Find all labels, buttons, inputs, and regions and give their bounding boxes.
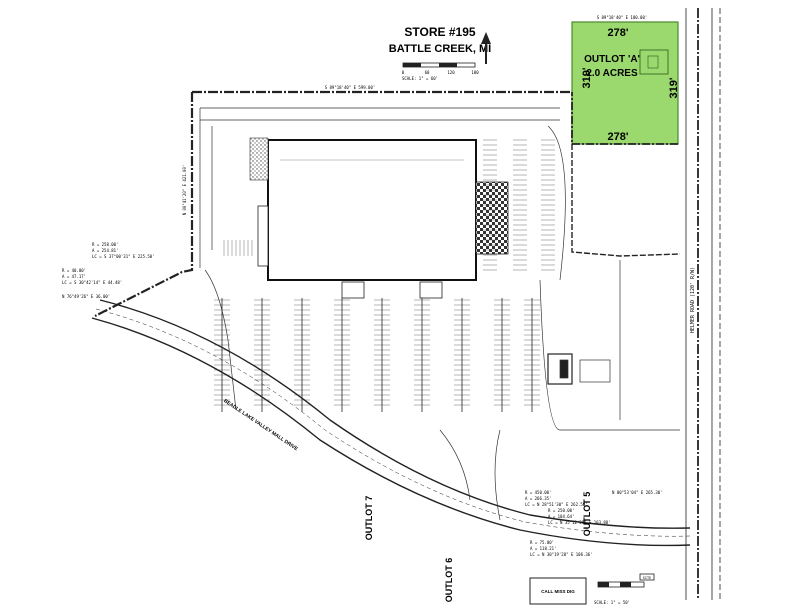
outlot-a-name: OUTLOT 'A' <box>584 54 640 65</box>
outlot-a-dim-bottom: 278' <box>608 131 629 143</box>
curve-1-radius: R = 258.00' <box>92 242 119 247</box>
outlot-6-label: OUTLOT 6 <box>444 558 454 603</box>
curve-1-chord: LC = S 37°00'31" E 225.50' <box>92 254 155 259</box>
west-line-bearing: N 00°41'20" E 421.00' <box>182 165 187 216</box>
scale-bar: 0 60 120 180 SCALE: 1" = 60' <box>402 62 479 81</box>
south-stub-bearing: N 00°53'04" E 265.30' <box>612 490 663 495</box>
store-location: BATTLE CREEK, MI <box>389 43 491 55</box>
corner-bearing: S 89°18'40" E 180.00' <box>597 15 648 20</box>
curve-1-arc: A = 254.81' <box>92 248 119 253</box>
outlot-7-label: OUTLOT 7 <box>364 496 374 541</box>
curve-3-arc: A = 266.35' <box>525 496 552 501</box>
helmer-road-label: HELMER ROAD (120' R/W) <box>690 267 696 333</box>
curve-notes-1: R = 258.00' A = 254.81' LC = S 37°00'31"… <box>92 242 155 259</box>
mall-drive <box>91 299 691 547</box>
curve-2-arc: A = 47.17' <box>62 274 86 279</box>
helmer-road <box>685 8 721 600</box>
curve-notes-4: R = 250.00' A = 104.64' LC = N 35°12'29"… <box>548 508 611 525</box>
scale-tick-2: 120 <box>447 70 455 75</box>
bottom-scale-tag: SITE <box>643 576 651 580</box>
curve-5-arc: A = 118.21' <box>530 546 557 551</box>
scale-label-bottom: SCALE: 1" = 50' <box>594 600 630 605</box>
mall-drive-label: BEADLE LAKE VALLEY MALL DRIVE <box>222 398 299 453</box>
scale-label-top: SCALE: 1" = 60' <box>402 76 438 81</box>
scale-tick-3: 180 <box>471 70 479 75</box>
curve-3-chord: LC = N 28°51'30" E 262.50' <box>525 502 588 507</box>
outlot-a: OUTLOT 'A' 2.0 ACRES 278' 278' 319' 319' <box>571 21 680 145</box>
curve-notes-3: R = 450.00' A = 266.35' LC = N 28°51'30"… <box>525 490 588 507</box>
miss-dig-box: CALL MISS DIG <box>529 577 587 605</box>
outlot-5-label: OUTLOT 5 <box>582 492 592 537</box>
north-line-bearing: S 89°18'40" E 599.00' <box>325 85 376 90</box>
main-building <box>249 137 509 299</box>
miss-dig-text: CALL MISS DIG <box>541 589 575 594</box>
curve-4-radius: R = 250.00' <box>548 508 575 513</box>
scale-tick-1: 60 <box>425 70 430 75</box>
curve-5-radius: R = 75.00' <box>530 540 554 545</box>
parking-stalls <box>214 139 555 412</box>
curve-notes-5: R = 75.00' A = 118.21' LC = N 30°19'28" … <box>530 540 593 557</box>
curve-2-radius: R = 40.00' <box>62 268 86 273</box>
store-title: STORE #195 <box>404 25 475 39</box>
curve-3-radius: R = 450.00' <box>525 490 552 495</box>
outlot-a-dim-left: 319' <box>581 67 593 88</box>
curve-2-chord: LC = S 30°42'14" E 44.48' <box>62 280 122 285</box>
curve-4-chord: LC = N 35°12'29" E 103.88' <box>548 520 611 525</box>
north-arrow-icon <box>481 32 491 64</box>
scale-tick-0: 0 <box>402 70 405 75</box>
curve-4-arc: A = 104.64' <box>548 514 575 519</box>
bottom-scale: SITE SCALE: 1" = 50' <box>594 573 655 605</box>
interior-drives <box>439 260 680 521</box>
tangent-bearing: N 76°49'26" E 36.00' <box>62 294 110 299</box>
curve-notes-2: R = 40.00' A = 47.17' LC = S 30°42'14" E… <box>62 268 122 285</box>
outlot-a-dim-top: 278' <box>608 27 629 39</box>
property-boundary <box>94 8 699 600</box>
outlot-a-area: 2.0 ACRES <box>586 68 638 79</box>
outlot-a-dim-right: 319' <box>668 77 680 98</box>
curve-5-chord: LC = N 30°19'28" E 106.36' <box>530 552 593 557</box>
